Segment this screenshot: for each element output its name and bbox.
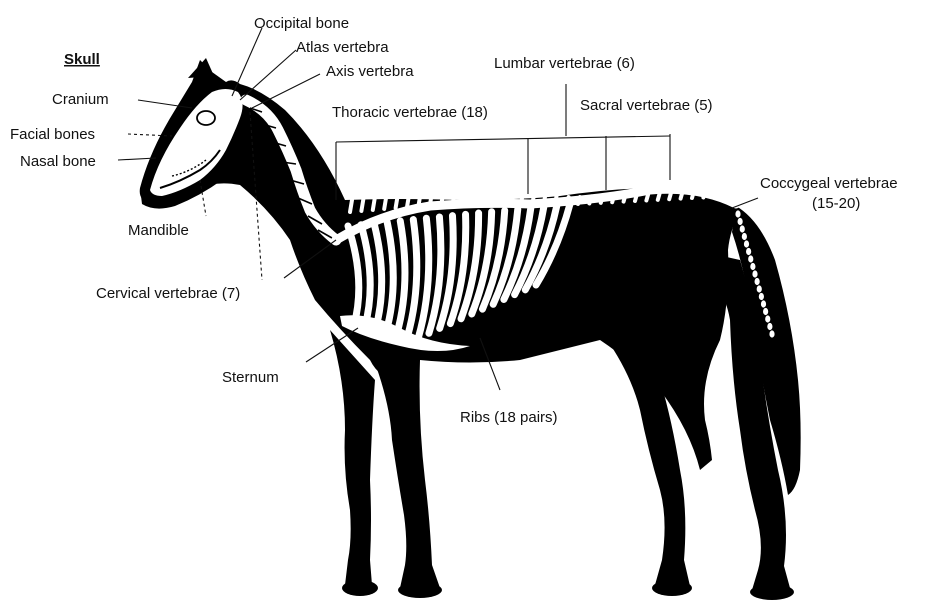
tail-vertebra [767, 323, 772, 330]
spinous-process [441, 193, 443, 205]
label-coccygeal-count: (15-20) [812, 195, 860, 212]
label-ribs: Ribs (18 pairs) [460, 409, 558, 426]
spinous-process [475, 192, 477, 204]
tail-vertebra [757, 285, 762, 292]
spinous-process [407, 195, 409, 207]
spinous-process [361, 199, 363, 211]
tail-vertebra [761, 300, 766, 307]
spinous-process [692, 191, 694, 198]
spinous-process [635, 194, 637, 201]
spinous-process [430, 194, 432, 206]
spinous-process [384, 197, 386, 209]
tail-vertebra [742, 233, 747, 240]
tail-vertebra [763, 308, 768, 315]
spinous-process [373, 198, 375, 210]
tail-vertebra [759, 293, 764, 300]
label-facial-bones: Facial bones [10, 126, 95, 143]
spinous-process [532, 192, 534, 204]
spinous-process [703, 190, 705, 197]
spinous-process [453, 193, 455, 205]
label-cervical-vertebrae: Cervical vertebrae (7) [96, 285, 240, 302]
tail-vertebra [765, 315, 770, 322]
label-axis-vertebra: Axis vertebra [326, 63, 414, 80]
spinous-process [612, 195, 614, 202]
label-skull: Skull [64, 51, 100, 68]
label-atlas-vertebra: Atlas vertebra [296, 39, 389, 56]
label-coccygeal-vertebrae: Coccygeal vertebrae [760, 175, 898, 192]
tail-vertebra [769, 330, 774, 337]
spinous-process [544, 192, 546, 204]
label-sacral-vertebrae: Sacral vertebrae (5) [580, 97, 713, 114]
spinous-process [578, 197, 580, 204]
label-lumbar-vertebrae: Lumbar vertebrae (6) [494, 55, 635, 72]
tail-vertebra [740, 225, 745, 232]
label-nasal-bone: Nasal bone [20, 153, 96, 170]
spinous-process [658, 193, 660, 200]
spinous-process [624, 195, 626, 202]
tail-vertebra [755, 278, 760, 285]
spinous-process [487, 192, 489, 204]
spinous-process [589, 196, 591, 203]
spinous-process [396, 196, 398, 208]
label-sternum: Sternum [222, 369, 279, 386]
spinous-process [418, 194, 420, 206]
spinous-process [681, 192, 683, 199]
spinous-process [464, 192, 466, 204]
spinous-process [646, 193, 648, 200]
spinous-process [669, 192, 671, 199]
spinous-process [498, 192, 500, 204]
label-mandible: Mandible [128, 222, 189, 239]
spinous-process [510, 192, 512, 204]
tail-vertebra [735, 210, 740, 217]
tail-vertebra [750, 263, 755, 270]
spinous-process [715, 190, 717, 197]
tail-vertebra [744, 240, 749, 247]
label-occipital-bone: Occipital bone [254, 15, 349, 32]
label-cranium: Cranium [52, 91, 109, 108]
tail-vertebra [746, 248, 751, 255]
spinous-process [601, 196, 603, 203]
spinous-process [726, 189, 728, 196]
tail-vertebra [752, 270, 757, 277]
label-thoracic-vertebrae: Thoracic vertebrae (18) [332, 104, 488, 121]
spinous-process [521, 192, 523, 204]
tail-vertebra [748, 255, 753, 262]
tail-vertebra [738, 218, 743, 225]
spinous-process [350, 200, 352, 212]
